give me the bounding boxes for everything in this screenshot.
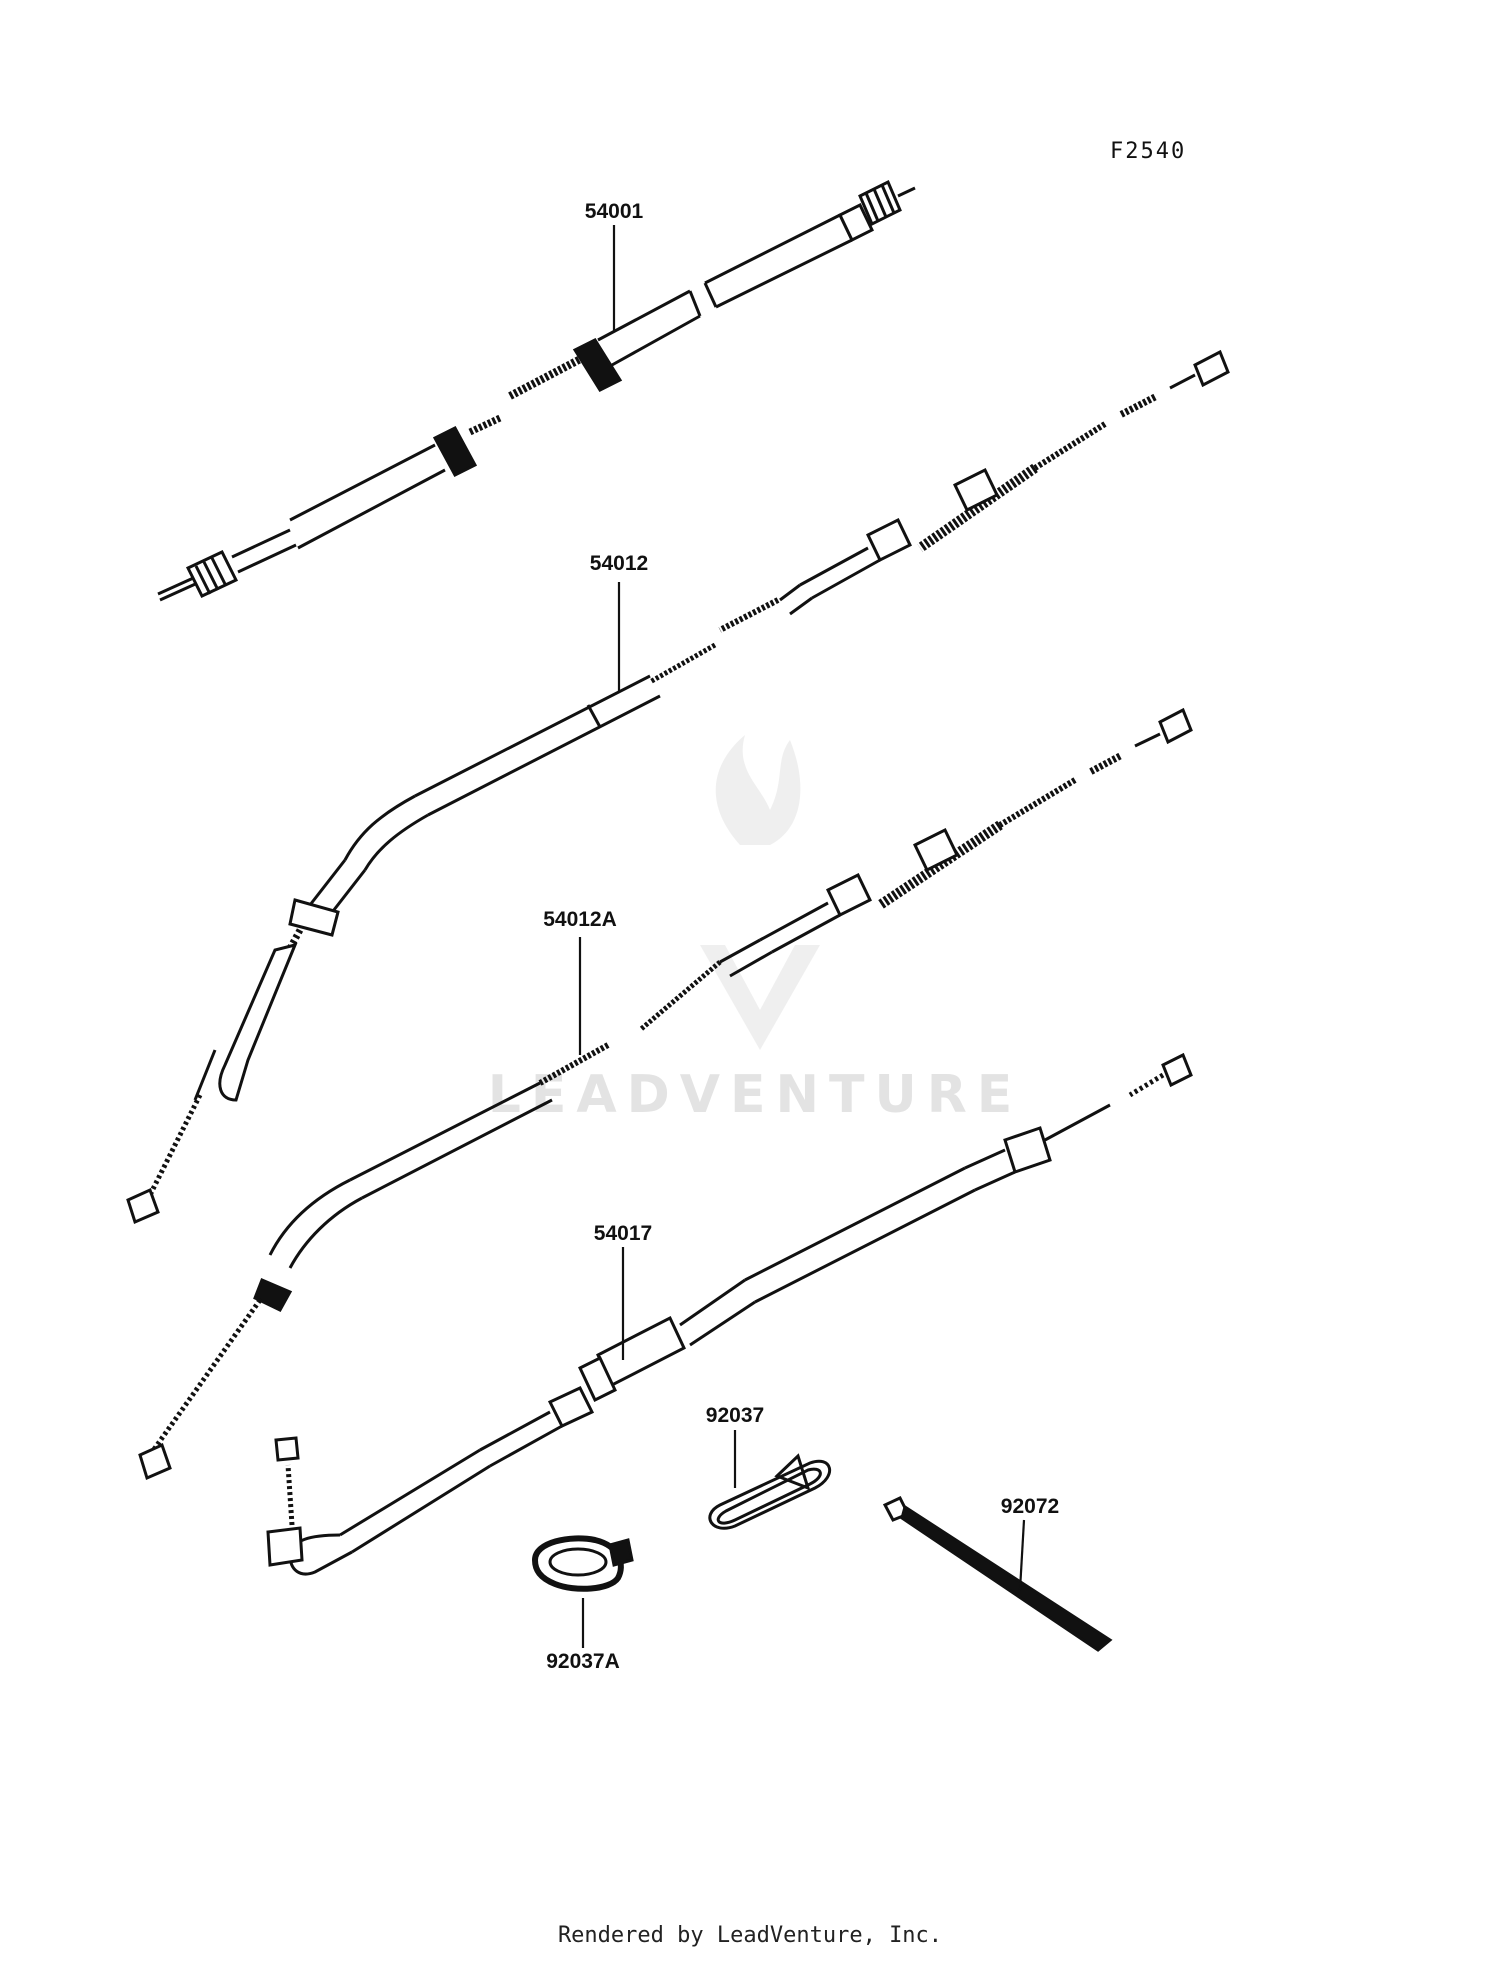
cable-band-leader — [1018, 1519, 1026, 1591]
cable-band-drawing — [882, 1496, 1113, 1652]
watermark-logo-icon — [700, 735, 820, 1050]
speedometer-cable-drawing — [157, 179, 916, 602]
choke-cable-drawing — [266, 1052, 1193, 1576]
figure-code: F2540 — [1110, 139, 1186, 164]
label-92037A: 92037A — [546, 1650, 620, 1673]
label-54012A: 54012A — [543, 908, 617, 931]
watermark-text: LEADVENTURE — [488, 1065, 1023, 1125]
clamp-a-drawing — [531, 1535, 634, 1592]
footer-credit: Rendered by LeadVenture, Inc. — [558, 1923, 942, 1948]
label-54001: 54001 — [585, 200, 644, 223]
throttle-cable-a-drawing — [138, 707, 1193, 1481]
throttle-cable-drawing — [126, 349, 1230, 1225]
label-92037: 92037 — [706, 1404, 764, 1427]
label-54012: 54012 — [590, 552, 648, 575]
label-54017: 54017 — [594, 1222, 652, 1245]
label-92072: 92072 — [1001, 1495, 1059, 1518]
clamp-drawing — [708, 1453, 832, 1530]
